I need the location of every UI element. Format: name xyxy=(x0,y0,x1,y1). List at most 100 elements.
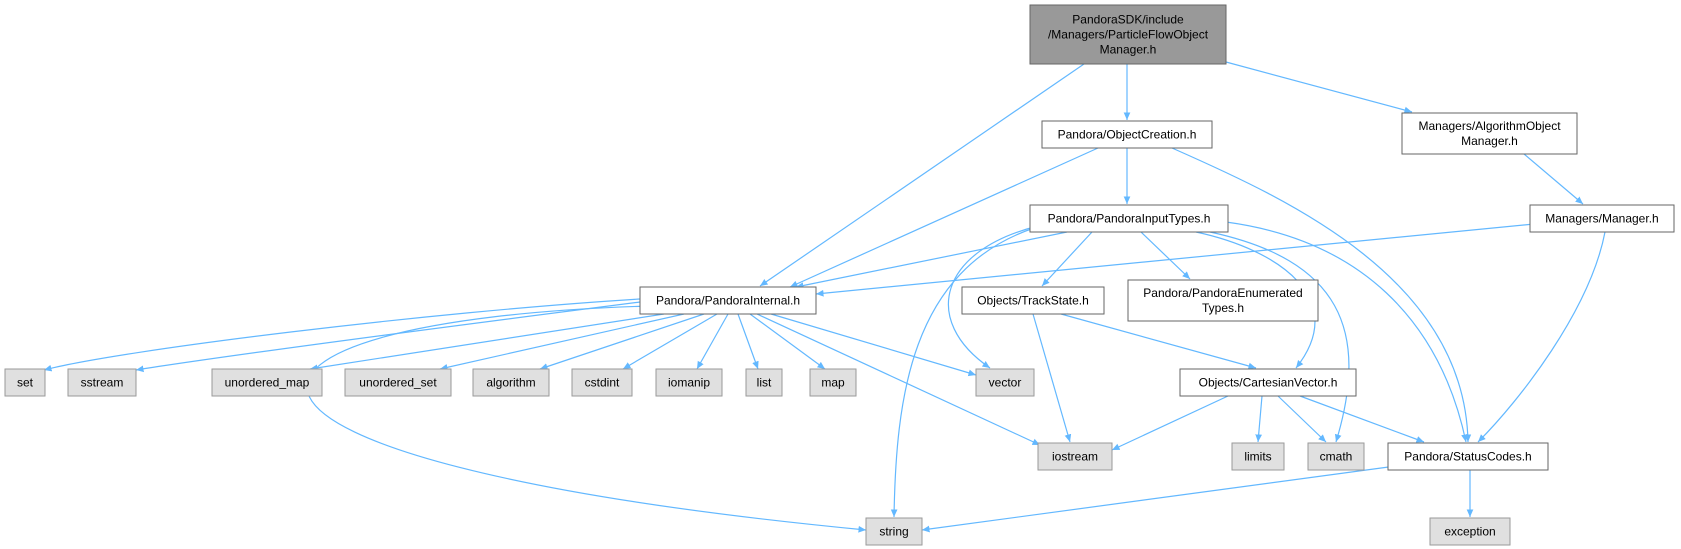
node-iomanip[interactable]: iomanip xyxy=(655,368,723,397)
node-box xyxy=(1037,442,1113,471)
node-label: cmath xyxy=(1320,450,1353,464)
node-label: set xyxy=(17,376,34,390)
edge-cartesian-to-cmath xyxy=(1277,395,1327,443)
node-cartesian[interactable]: Objects/CartesianVector.h xyxy=(1179,368,1357,397)
edge-internal-to-vector xyxy=(770,313,977,377)
node-iostream[interactable]: iostream xyxy=(1037,442,1113,471)
node-trackstate[interactable]: Objects/TrackState.h xyxy=(961,286,1105,315)
edge-cartesian-to-limits xyxy=(1255,395,1263,443)
edge-inputtypes-to-vector xyxy=(947,225,1039,369)
node-unordered-set[interactable]: unordered_set xyxy=(344,368,452,397)
node-box xyxy=(1231,442,1285,471)
edge-inputtypes-to-statuscodes xyxy=(1225,221,1468,443)
node-box xyxy=(472,368,550,397)
node-label: Managers/Manager.h xyxy=(1545,212,1658,226)
edge-internal-to-algorithm xyxy=(539,313,705,370)
node-label: unordered_map xyxy=(225,376,310,390)
node-box xyxy=(571,368,633,397)
node-box xyxy=(809,368,857,397)
nodes-layer: PandoraSDK/include/Managers/ParticleFlow… xyxy=(4,4,1675,546)
edge-internal-to-map xyxy=(749,313,826,370)
edge-internal-to-string xyxy=(306,305,867,533)
node-box xyxy=(344,368,452,397)
edge-pfo-to-algobj xyxy=(1225,61,1413,114)
edge-internal-to-set xyxy=(43,298,641,372)
node-label: iostream xyxy=(1052,450,1098,464)
node-vector[interactable]: vector xyxy=(975,368,1035,397)
node-label: sstream xyxy=(81,376,124,390)
node-box xyxy=(961,286,1105,315)
edge-internal-to-iostream xyxy=(756,313,1041,446)
node-map[interactable]: map xyxy=(809,368,857,397)
edge-objcreation-to-internal xyxy=(789,147,1099,288)
node-label: Pandora/ObjectCreation.h xyxy=(1058,128,1197,142)
node-list[interactable]: list xyxy=(745,368,783,397)
edge-internal-to-unordered_set xyxy=(439,313,685,371)
node-set[interactable]: set xyxy=(4,368,46,397)
node-box xyxy=(4,368,46,397)
node-sstream[interactable]: sstream xyxy=(67,368,137,397)
edge-inputtypes-to-enumtypes xyxy=(1140,231,1191,280)
edge-pfo-to-internal xyxy=(759,63,1085,287)
node-label: iomanip xyxy=(668,376,710,390)
node-label: Pandora/StatusCodes.h xyxy=(1404,450,1531,464)
node-label: vector xyxy=(989,376,1022,390)
edge-internal-to-cstdint xyxy=(622,313,718,370)
node-box xyxy=(1041,120,1213,149)
edge-objcreation-to-statuscodes xyxy=(1171,147,1472,443)
edge-inputtypes-to-internal xyxy=(795,231,1068,289)
node-objcreation[interactable]: Pandora/ObjectCreation.h xyxy=(1041,120,1213,149)
node-box xyxy=(975,368,1035,397)
node-label: limits xyxy=(1244,450,1271,464)
node-label: unordered_set xyxy=(359,376,437,390)
node-box xyxy=(639,286,817,315)
node-statuscodes[interactable]: Pandora/StatusCodes.h xyxy=(1387,442,1549,471)
edge-internal-to-list xyxy=(737,313,759,370)
node-exception[interactable]: exception xyxy=(1429,517,1511,546)
node-cstdint[interactable]: cstdint xyxy=(571,368,633,397)
edge-inputtypes-to-string xyxy=(890,227,1035,518)
edge-cartesian-to-statuscodes xyxy=(1299,395,1425,443)
node-label: Managers/AlgorithmObject xyxy=(1418,119,1561,133)
node-unordered-map[interactable]: unordered_map xyxy=(211,368,323,397)
node-string[interactable]: string xyxy=(865,517,923,546)
node-label: exception xyxy=(1444,525,1495,539)
edge-trackstate-to-iostream xyxy=(1032,313,1072,443)
edge-cartesian-to-iostream xyxy=(1111,395,1229,451)
edge-statuscodes-to-string xyxy=(921,465,1397,533)
node-box xyxy=(1529,204,1675,233)
node-algorithm[interactable]: algorithm xyxy=(472,368,550,397)
node-label: Objects/TrackState.h xyxy=(977,294,1089,308)
node-inputtypes[interactable]: Pandora/PandoraInputTypes.h xyxy=(1029,204,1229,233)
node-label: Pandora/PandoraInternal.h xyxy=(656,294,800,308)
edge-inputtypes-to-trackstate xyxy=(1041,231,1093,287)
edge-internal-to-unordered_map xyxy=(309,313,665,372)
node-box xyxy=(1387,442,1549,471)
edge-manager-to-statuscodes xyxy=(1477,231,1606,443)
node-box xyxy=(1179,368,1357,397)
node-internal[interactable]: Pandora/PandoraInternal.h xyxy=(639,286,817,315)
edge-algobj-to-manager xyxy=(1523,153,1584,205)
edge-manager-to-internal xyxy=(815,223,1535,297)
node-cmath[interactable]: cmath xyxy=(1307,442,1365,471)
node-pfo[interactable]: PandoraSDK/include/Managers/ParticleFlow… xyxy=(1029,4,1227,65)
node-limits[interactable]: limits xyxy=(1231,442,1285,471)
node-label: Manager.h xyxy=(1461,134,1518,148)
edges-layer xyxy=(43,61,1606,533)
node-label: list xyxy=(757,376,772,390)
node-label: algorithm xyxy=(486,376,535,390)
edge-internal-to-iomanip xyxy=(696,313,729,370)
node-label: map xyxy=(821,376,845,390)
node-label: Pandora/PandoraInputTypes.h xyxy=(1048,212,1211,226)
node-box xyxy=(865,517,923,546)
node-label: Types.h xyxy=(1202,301,1244,315)
node-label: string xyxy=(879,525,908,539)
node-manager[interactable]: Managers/Manager.h xyxy=(1529,204,1675,233)
node-box xyxy=(1401,112,1578,155)
node-label: /Managers/ParticleFlowObject xyxy=(1048,28,1209,42)
node-box xyxy=(655,368,723,397)
node-box xyxy=(1029,4,1227,65)
